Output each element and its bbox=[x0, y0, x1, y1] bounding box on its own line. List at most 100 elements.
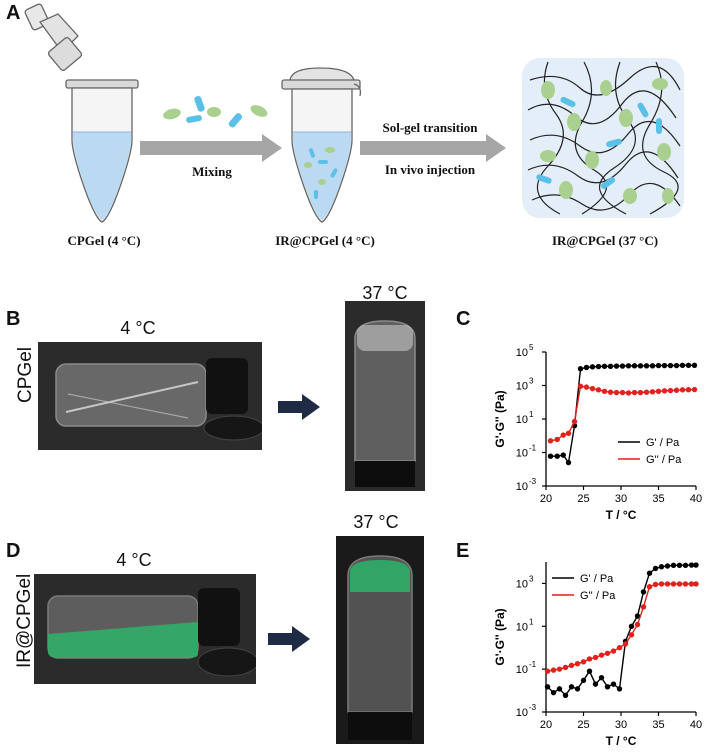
data-point bbox=[643, 389, 650, 395]
cpgel-side-label: CPGel bbox=[15, 347, 36, 403]
data-point bbox=[544, 684, 551, 690]
data-point bbox=[685, 387, 692, 393]
cpgel-4c-photo bbox=[38, 342, 262, 450]
y-tick-label: 10 bbox=[516, 414, 528, 426]
ir-cpgel-37c-label: IR@CPGel (37 °C) bbox=[551, 233, 659, 248]
data-point bbox=[577, 383, 584, 389]
data-point bbox=[676, 562, 683, 569]
panel-letter-b: B bbox=[6, 308, 21, 330]
data-point bbox=[574, 660, 581, 667]
data-point bbox=[598, 674, 605, 681]
data-point bbox=[577, 366, 584, 372]
x-tick-label: 30 bbox=[615, 493, 627, 505]
data-point bbox=[574, 686, 581, 692]
data-point bbox=[550, 689, 557, 696]
b-37c-label: 37 °C bbox=[362, 283, 408, 303]
data-point bbox=[661, 362, 668, 369]
x-tick-label: 20 bbox=[540, 493, 552, 505]
panel-letter-e: E bbox=[456, 540, 470, 562]
data-point bbox=[628, 623, 635, 629]
data-point bbox=[676, 581, 683, 587]
y-tick-label: 10 bbox=[516, 578, 528, 590]
x-tick-label: 25 bbox=[577, 493, 589, 505]
y-tick-exponent: -3 bbox=[529, 703, 537, 712]
y-tick-label: 10 bbox=[516, 381, 528, 393]
data-point bbox=[652, 581, 659, 588]
y-tick-exponent: 3 bbox=[529, 574, 534, 583]
data-point bbox=[583, 384, 590, 390]
data-point bbox=[607, 363, 614, 370]
data-point bbox=[601, 388, 608, 395]
data-point bbox=[658, 581, 665, 587]
data-point bbox=[631, 389, 638, 396]
data-point bbox=[649, 363, 656, 369]
x-tick-label: 35 bbox=[652, 719, 664, 731]
data-point bbox=[610, 681, 617, 687]
data-point bbox=[664, 581, 671, 587]
x-tick-label: 35 bbox=[652, 493, 664, 505]
data-point bbox=[682, 581, 689, 587]
y-tick-exponent: 1 bbox=[529, 410, 534, 419]
data-point bbox=[562, 664, 569, 671]
legend-label: G'' / Pa bbox=[580, 590, 616, 602]
data-point bbox=[586, 656, 593, 662]
data-point bbox=[580, 677, 587, 684]
data-point bbox=[619, 363, 626, 369]
data-point bbox=[556, 686, 563, 692]
data-point bbox=[652, 565, 659, 572]
transition-arrow-icon bbox=[360, 134, 506, 162]
data-point bbox=[649, 389, 656, 395]
data-point bbox=[637, 389, 644, 396]
data-point bbox=[598, 652, 605, 658]
data-point bbox=[583, 364, 590, 371]
d-right-arrow-icon bbox=[268, 626, 310, 652]
series-line bbox=[547, 583, 696, 672]
data-point bbox=[610, 648, 617, 654]
gel-network-icon bbox=[522, 58, 684, 218]
panel-a-schematic bbox=[24, 3, 684, 223]
b-4c-label: 4 °C bbox=[120, 318, 156, 338]
data-point bbox=[571, 418, 578, 425]
sol-gel-transition-label: Sol-gel transition bbox=[382, 120, 478, 135]
x-tick-label: 20 bbox=[540, 719, 552, 731]
data-point bbox=[634, 621, 641, 628]
data-point bbox=[607, 389, 614, 395]
data-point bbox=[568, 684, 575, 690]
in-vivo-injection-label: In vivo injection bbox=[384, 162, 476, 177]
data-point bbox=[595, 387, 602, 393]
d-37c-label: 37 °C bbox=[353, 512, 399, 532]
data-point bbox=[619, 389, 626, 396]
data-point bbox=[556, 666, 563, 672]
data-point bbox=[673, 387, 680, 393]
y-tick-exponent: -1 bbox=[529, 660, 537, 669]
data-point bbox=[631, 363, 638, 369]
data-point bbox=[655, 362, 662, 369]
data-point bbox=[580, 659, 587, 665]
y-tick-label: 10 bbox=[516, 481, 528, 493]
data-point bbox=[554, 436, 560, 443]
data-point bbox=[634, 613, 641, 619]
data-point bbox=[682, 562, 689, 569]
mixing-label: Mixing bbox=[192, 164, 232, 179]
data-point bbox=[560, 452, 566, 458]
y-tick-label: 10 bbox=[516, 448, 528, 460]
data-point bbox=[667, 387, 674, 394]
legend-label: G' / Pa bbox=[580, 573, 614, 585]
tube-1-icon bbox=[24, 3, 139, 223]
data-point bbox=[693, 562, 699, 568]
y-tick-label: 10 bbox=[516, 347, 528, 359]
y-tick-label: 10 bbox=[516, 621, 528, 633]
data-point bbox=[661, 388, 668, 394]
legend-label: G' / Pa bbox=[646, 437, 680, 449]
panel-letter-d: D bbox=[6, 540, 21, 562]
y-tick-exponent: -1 bbox=[529, 444, 537, 453]
cpgel-37c-photo bbox=[345, 301, 425, 491]
data-point bbox=[679, 387, 686, 393]
data-point bbox=[622, 641, 629, 647]
data-point bbox=[685, 362, 692, 369]
data-point bbox=[592, 654, 599, 661]
data-point bbox=[601, 363, 608, 370]
data-point bbox=[688, 581, 695, 587]
data-point bbox=[586, 668, 593, 674]
